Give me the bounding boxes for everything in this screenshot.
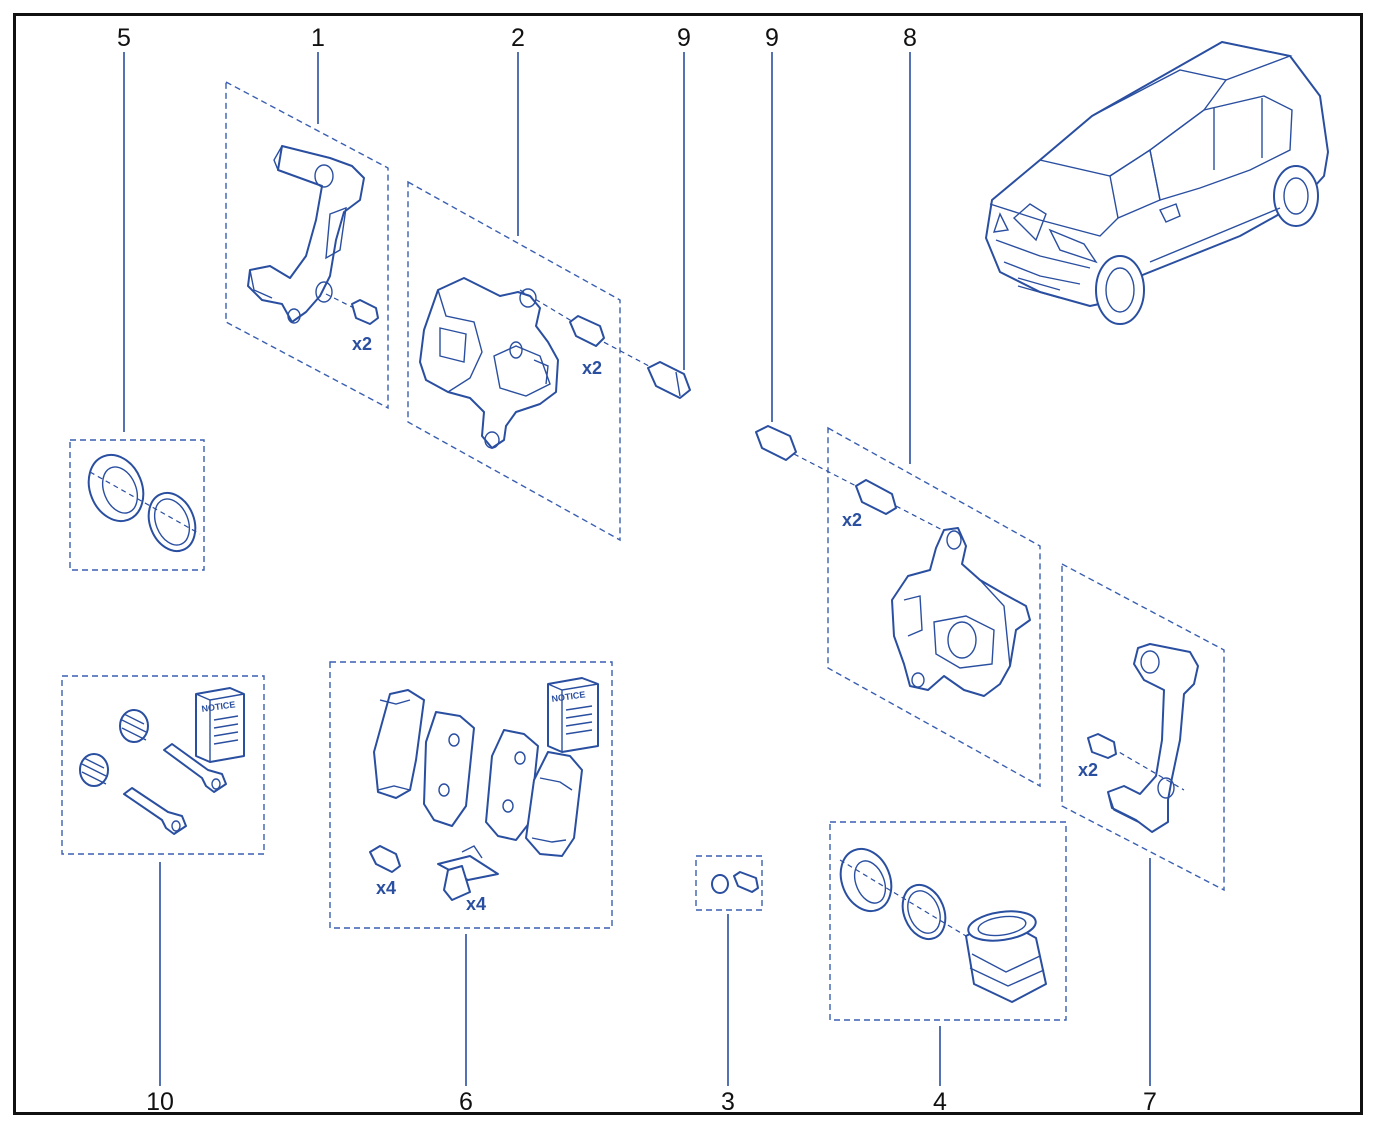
callout-6: 6 bbox=[459, 1088, 473, 1116]
box-item-2 bbox=[407, 180, 621, 542]
bolt-icon-pad-screw bbox=[369, 845, 401, 873]
piston-seal-icon-item-5 bbox=[87, 454, 201, 553]
piston-icon bbox=[965, 910, 1047, 1003]
qty-caliper-bolts-left: x2 bbox=[582, 358, 602, 378]
box-item-6 bbox=[329, 661, 613, 929]
brake-pad-kit bbox=[369, 689, 583, 901]
callout-2: 2 bbox=[511, 24, 525, 52]
caliper-bracket-left bbox=[247, 145, 371, 324]
bleed-screw-kit bbox=[711, 871, 759, 894]
brake-pad-icon-1 bbox=[373, 689, 425, 799]
box-item-8 bbox=[827, 426, 1041, 788]
bolt-icon-9-left bbox=[647, 361, 691, 399]
dust-cap-icon bbox=[711, 874, 729, 894]
notice-booklet-icon-pad-kit: NOTICE bbox=[547, 677, 599, 753]
qty-pad-clips: x4 bbox=[466, 894, 486, 914]
leader-lines bbox=[123, 52, 1151, 1086]
pad-clip-icon bbox=[437, 845, 499, 901]
qty-bracket-bolts-right: x2 bbox=[1078, 760, 1098, 780]
callout-8: 8 bbox=[903, 24, 917, 52]
brake-pad-icon-2 bbox=[423, 711, 475, 827]
piston-kit bbox=[839, 847, 1047, 1003]
notice-booklet-icon-guide-kit: NOTICE bbox=[195, 687, 245, 763]
bolt-icon-caliper-left bbox=[569, 315, 605, 347]
bolt-icon-bracket-left bbox=[351, 299, 379, 325]
brake-caliper-right bbox=[891, 527, 1031, 697]
guide-pin-icon-1 bbox=[163, 743, 227, 793]
callout-1: 1 bbox=[311, 24, 325, 52]
callout-4: 4 bbox=[933, 1088, 947, 1116]
group-boxes bbox=[61, 80, 1225, 1021]
guide-pin-kit bbox=[79, 709, 227, 835]
guide-boot-icon-2 bbox=[79, 753, 109, 787]
qty-caliper-bolts-right: x2 bbox=[842, 510, 862, 530]
guide-pin-icon-2 bbox=[123, 787, 187, 835]
qty-pad-screws: x4 bbox=[376, 878, 396, 898]
callout-5-top: 5 bbox=[117, 24, 131, 52]
callout-3: 3 bbox=[721, 1088, 735, 1116]
box-item-1 bbox=[225, 80, 389, 410]
piston-seal-icon-item-4 bbox=[839, 847, 947, 941]
brake-pad-icon-3 bbox=[485, 729, 539, 841]
box-item-4 bbox=[829, 821, 1067, 1021]
callout-9-left: 9 bbox=[677, 24, 691, 52]
box-item-3 bbox=[695, 855, 763, 911]
callout-7: 7 bbox=[1143, 1088, 1157, 1116]
caliper-bracket-right bbox=[1107, 643, 1199, 833]
callout-10: 10 bbox=[146, 1088, 174, 1116]
box-item-7 bbox=[1061, 562, 1225, 892]
box-item-10 bbox=[61, 675, 265, 855]
guide-boot-icon-1 bbox=[119, 709, 149, 743]
qty-bracket-bolts-left: x2 bbox=[352, 334, 372, 354]
bolt-icon-9-right bbox=[755, 425, 861, 489]
brake-pad-icon-4 bbox=[525, 751, 583, 857]
suv-car-icon bbox=[985, 41, 1329, 325]
bolt-icon-caliper-right bbox=[855, 479, 951, 535]
box-item-5 bbox=[69, 439, 205, 571]
bleed-screw-icon bbox=[733, 871, 759, 893]
bolt-icon-bracket-right bbox=[1087, 733, 1117, 759]
notice-label-guide-kit: NOTICE bbox=[201, 699, 236, 714]
brake-caliper-left bbox=[419, 277, 665, 449]
callout-9-right: 9 bbox=[765, 24, 779, 52]
notice-label-pad-kit: NOTICE bbox=[551, 689, 586, 704]
